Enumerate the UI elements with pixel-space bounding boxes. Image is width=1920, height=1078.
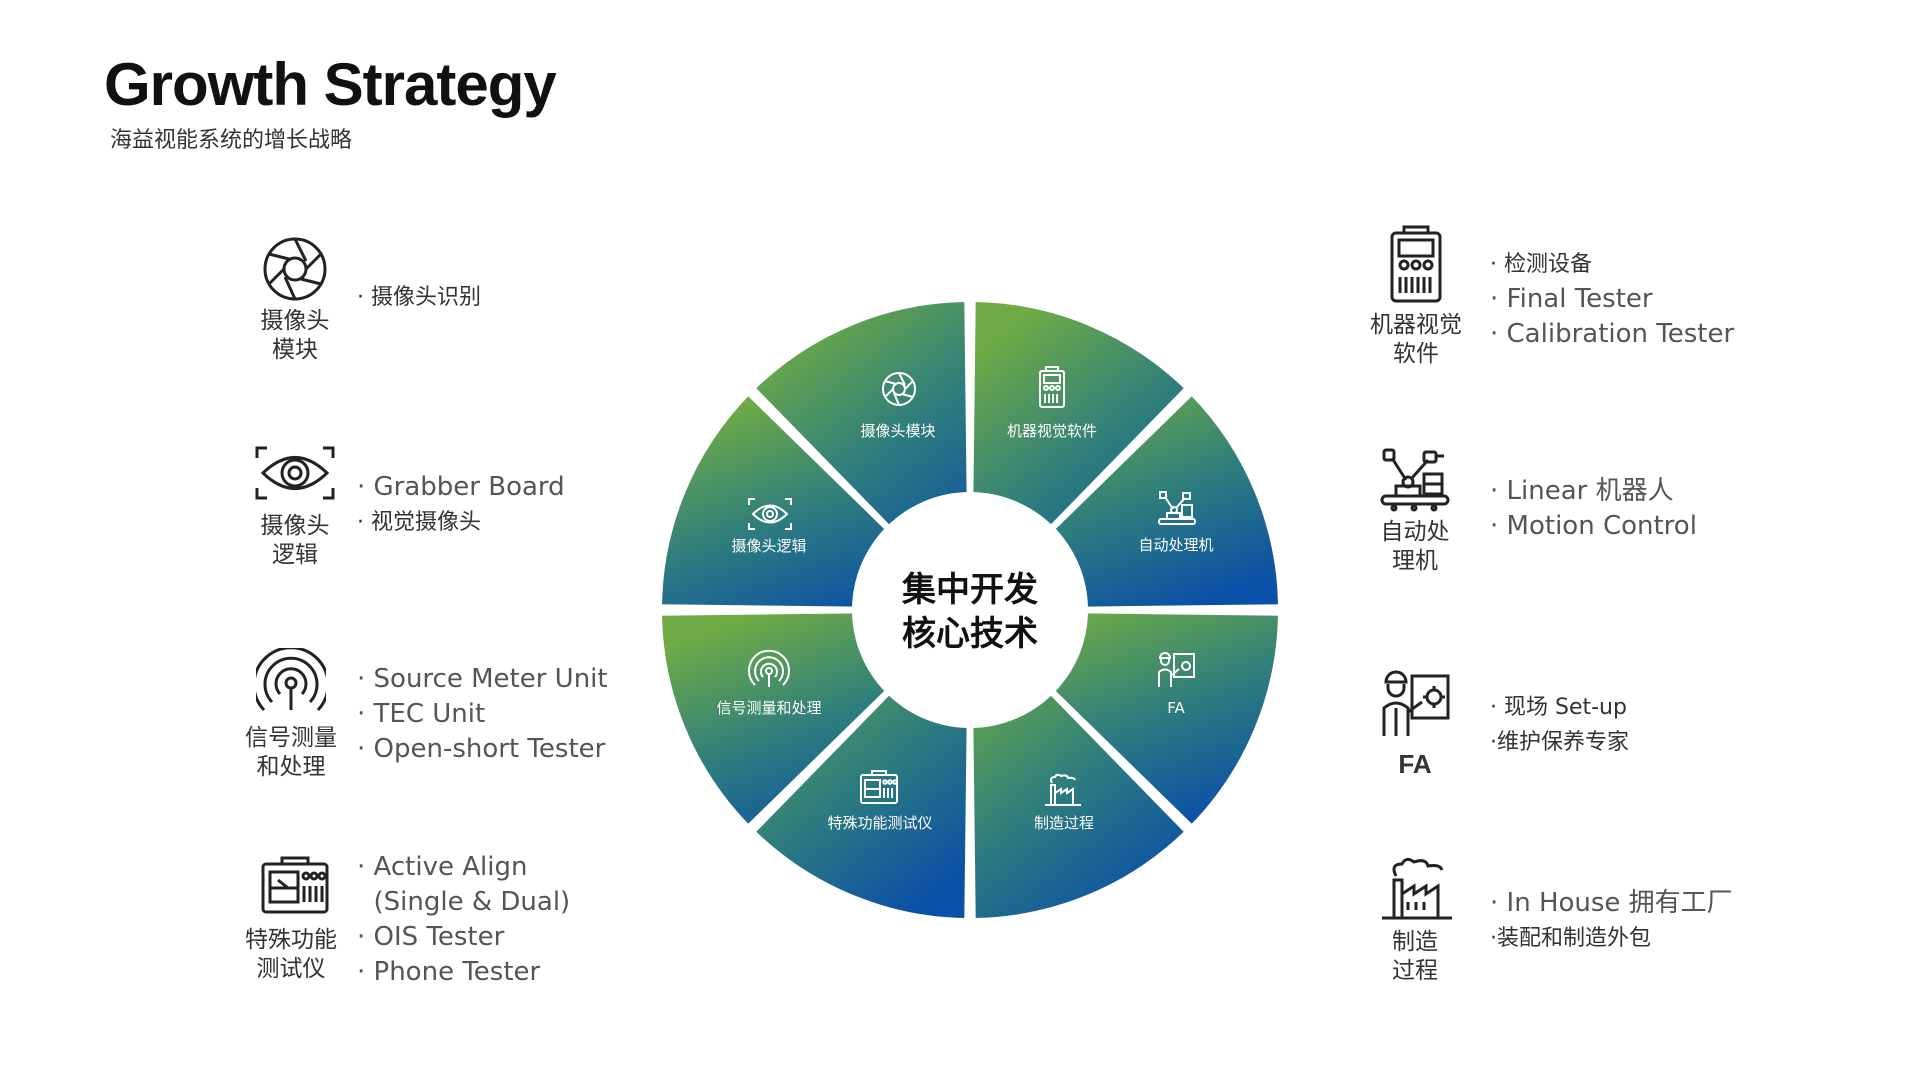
- bullet-text: ·维护保养专家: [1490, 730, 1629, 755]
- left-item-bullets: · 摄像头识别: [357, 280, 481, 315]
- right-item-bullets: · Linear 机器人 · Motion Control: [1490, 474, 1697, 544]
- right-item-bullets: · 检测设备 · Final Tester · Calibration Test…: [1490, 247, 1734, 352]
- right-item-label: 自动处理机: [1380, 519, 1450, 574]
- factory-icon: [1380, 856, 1454, 922]
- bullet-text: ·装配和制造外包: [1490, 926, 1651, 951]
- eye-scan-icon: [253, 444, 337, 502]
- left-item-bullets: · Grabber Board · 视觉摄像头: [357, 470, 565, 540]
- device-panel-icon: [1039, 366, 1065, 408]
- wheel-center-line-1: 集中开发: [901, 570, 1038, 610]
- right-item-bullets: · In House 拥有工厂 ·装配和制造外包: [1490, 886, 1733, 956]
- left-item-signal: 信号测量和处理 · Source Meter Unit · TEC Unit ·…: [232, 648, 652, 808]
- left-item-label: 摄像头模块: [260, 308, 330, 363]
- aperture-icon: [261, 235, 329, 303]
- core-technology-wheel: 摄像头模块 机器视觉软件 自动处理机 FA 制造过程 特殊功能测试仪 信号测量和…: [657, 297, 1283, 923]
- robot-arm-icon: [1158, 491, 1196, 525]
- page-title: Growth Strategy: [104, 51, 557, 118]
- right-item-label: FA: [1398, 749, 1432, 779]
- left-item-camera-logic: 摄像头逻辑 · Grabber Board · 视觉摄像头: [245, 440, 645, 580]
- right-item-fa: FA · 现场 Set-up ·维护保养专家: [1360, 668, 1820, 788]
- bullet-text: · Source Meter Unit: [357, 664, 608, 694]
- bullet-text: (Single & Dual): [357, 887, 571, 917]
- bullet-text: · 检测设备: [1490, 252, 1592, 277]
- bullet-text: · In House 拥有工厂: [1490, 888, 1733, 918]
- segment-label: 机器视觉软件: [1007, 422, 1097, 440]
- signal-icon: [256, 648, 326, 718]
- bullet-text: · OIS Tester: [357, 922, 505, 952]
- bullet-text: · Open-short Tester: [357, 734, 606, 764]
- bullet-text: · TEC Unit: [357, 699, 486, 729]
- left-item-label: 摄像头逻辑: [260, 513, 330, 568]
- eye-scan-icon: [748, 498, 792, 530]
- bullet-text: · 视觉摄像头: [357, 510, 481, 535]
- engineer-icon: [1158, 652, 1195, 687]
- bullet-text: · 摄像头识别: [357, 285, 481, 310]
- test-instrument-icon: [860, 770, 898, 804]
- wheel-center-line-2: 核心技术: [902, 614, 1038, 654]
- segment-label: 摄像头逻辑: [731, 537, 806, 555]
- right-item-machine-vision: 机器视觉软件 · 检测设备 · Final Tester · Calibrati…: [1360, 225, 1820, 375]
- right-item-label: 机器视觉软件: [1370, 312, 1462, 367]
- engineer-icon: [1380, 668, 1452, 738]
- right-item-manufacturing: 制造过程 · In House 拥有工厂 ·装配和制造外包: [1360, 856, 1820, 1006]
- segment-label: 摄像头模块: [860, 422, 935, 440]
- robot-arm-icon: [1380, 448, 1450, 512]
- right-item-bullets: · 现场 Set-up ·维护保养专家: [1490, 690, 1629, 760]
- segment-label: FA: [1167, 699, 1185, 717]
- bullet-text: · Active Align: [357, 852, 528, 882]
- left-item-special-tester: 特殊功能测试仪 · Active Align (Single & Dual) ·…: [232, 850, 652, 1010]
- left-item-bullets: · Source Meter Unit · TEC Unit · Open-sh…: [357, 662, 608, 767]
- segment-label: 特殊功能测试仪: [827, 814, 932, 832]
- page-subtitle: 海益视能系统的增长战略: [110, 128, 353, 153]
- factory-icon: [1045, 773, 1081, 806]
- device-panel-icon: [1388, 225, 1444, 305]
- left-item-label: 特殊功能测试仪: [245, 927, 337, 982]
- bullet-text: · Grabber Board: [357, 472, 565, 502]
- segment-label: 制造过程: [1034, 814, 1094, 832]
- segment-label: 信号测量和处理: [716, 699, 821, 717]
- bullet-text: · Calibration Tester: [1490, 319, 1735, 349]
- test-instrument-icon: [260, 856, 330, 916]
- left-item-label: 信号测量和处理: [245, 725, 337, 780]
- wheel-hub: [852, 492, 1088, 728]
- right-item-auto-handler: 自动处理机 · Linear 机器人 · Motion Control: [1360, 448, 1820, 598]
- aperture-icon: [882, 372, 916, 406]
- signal-icon: [748, 649, 790, 687]
- bullet-text: · Final Tester: [1490, 284, 1653, 314]
- left-item-camera-module: 摄像头模块 · 摄像头识别: [245, 235, 645, 375]
- right-item-label: 制造过程: [1392, 929, 1438, 984]
- bullet-text: · 现场 Set-up: [1490, 695, 1627, 720]
- segment-label: 自动处理机: [1138, 536, 1213, 554]
- bullet-text: · Motion Control: [1490, 511, 1697, 541]
- bullet-text: · Linear 机器人: [1490, 476, 1674, 506]
- bullet-text: · Phone Tester: [357, 957, 541, 987]
- left-item-bullets: · Active Align (Single & Dual) · OIS Tes…: [357, 850, 570, 990]
